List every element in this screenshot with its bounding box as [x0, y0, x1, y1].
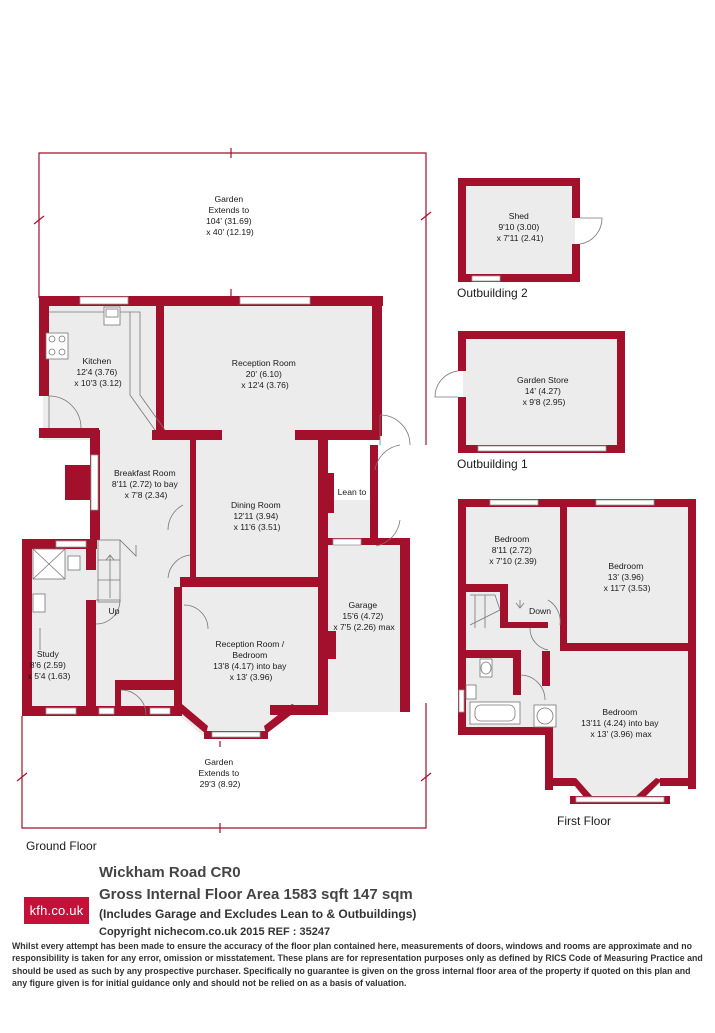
garden-rear-label: Garden Extends to 104' (31.69) x 40' (12… — [206, 194, 254, 237]
first-floor-title: First Floor — [557, 814, 611, 828]
garden-front-label: Garden Extends to 29'3 (8.92) — [199, 757, 242, 789]
study-label: Study 8'6 (2.59) x 5'4 (1.63) — [28, 649, 71, 681]
bedroom-3-label: Bedroom 13'11 (4.24) into bay x 13' (3.9… — [581, 707, 661, 739]
bedroom-1-label: Bedroom 8'11 (2.72) x 7'10 (2.39) — [489, 534, 537, 566]
reception-bedroom-label: Reception Room / Bedroom 13'8 (4.17) int… — [213, 639, 289, 682]
breakfast-room-label: Breakfast Room 8'11 (2.72) to bay x 7'8 … — [112, 468, 180, 500]
outbuilding-2-title: Outbuilding 2 — [457, 286, 528, 300]
first-floor-plan — [458, 499, 696, 804]
disclaimer-text: Whilst every attempt has been made to en… — [12, 941, 703, 989]
shed-label: Shed 9'10 (3.00) x 7'11 (2.41) — [497, 211, 544, 243]
area-includes-note: (Includes Garage and Excludes Lean to & … — [99, 907, 417, 921]
floor-plan: Garden Extends to 104' (31.69) x 40' (12… — [16, 148, 696, 853]
dining-room-label: Dining Room 12'11 (3.94) x 11'6 (3.51) — [231, 500, 283, 532]
gross-internal-area: Gross Internal Floor Area 1583 sqft 147 … — [99, 886, 413, 903]
ground-floor-title: Ground Floor — [26, 839, 97, 853]
bedroom-2-label: Bedroom 13' (3.96) x 11'7 (3.53) — [604, 561, 651, 593]
reception-room-label: Reception Room 20' (6.10) x 12'4 (3.76) — [232, 358, 298, 390]
stairs-down-label: Down — [529, 606, 551, 616]
property-address: Wickham Road CR0 — [99, 864, 241, 881]
outbuilding-2-plan — [458, 178, 603, 282]
kfh-logo: kfh.co.uk — [24, 897, 89, 924]
outbuilding-1-plan — [434, 331, 625, 453]
stairs-up-label: Up — [109, 606, 120, 616]
kitchen-label: Kitchen 12'4 (3.76) x 10'3 (3.12) — [74, 356, 122, 388]
copyright-reference: Copyright nichecom.co.uk 2015 REF : 3524… — [99, 926, 331, 938]
ground-floor-plan — [16, 148, 432, 833]
outbuilding-1-title: Outbuilding 1 — [457, 457, 528, 471]
garden-store-label: Garden Store 14' (4.27) x 9'8 (2.95) — [517, 375, 571, 407]
lean-to-label: Lean to — [338, 487, 367, 497]
garage-label: Garage 15'6 (4.72) x 7'5 (2.26) max — [333, 600, 395, 632]
